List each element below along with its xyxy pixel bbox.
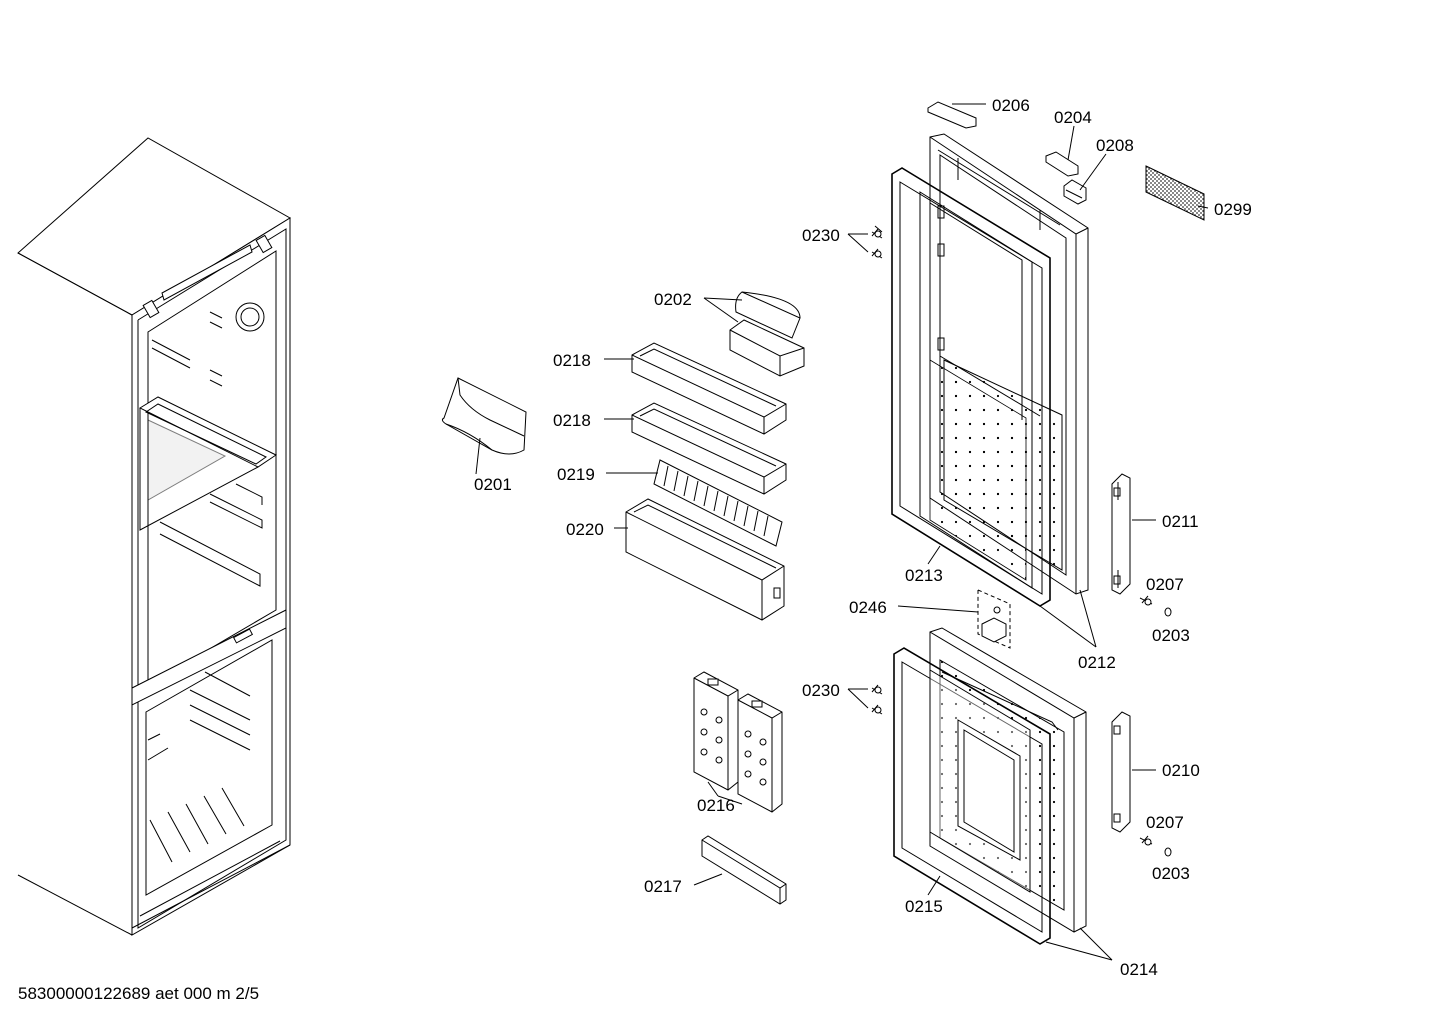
- label-0202: 0202: [654, 290, 692, 309]
- fridge-cabinet: [17, 137, 291, 936]
- lower-door-assembly: [893, 627, 1087, 945]
- upper-door-assembly: [891, 133, 1089, 607]
- part-0204-cover: [1045, 151, 1079, 177]
- part-0230-screws-upper: [871, 225, 883, 259]
- label-0211: 0211: [1162, 512, 1199, 531]
- part-0207-screw-lower: [1139, 835, 1153, 846]
- part-0201-cover: [441, 377, 527, 455]
- part-0207-screw-upper: [1139, 595, 1153, 606]
- label-0206: 0206: [992, 96, 1030, 115]
- part-0203-cap-lower: [1164, 847, 1172, 857]
- label-0213: 0213: [905, 566, 943, 585]
- part-labels: 0201 0202 0218 0218 0219 0220 0216 0217 …: [474, 96, 1252, 979]
- label-0218-upper: 0218: [553, 351, 591, 370]
- label-0246: 0246: [849, 598, 887, 617]
- part-0211-handle: [1111, 473, 1131, 595]
- part-0202-butter-compartment: [729, 291, 805, 377]
- part-0219-bottle-rack: [653, 459, 783, 547]
- label-0207-upper: 0207: [1146, 575, 1184, 594]
- label-0218-lower: 0218: [553, 411, 591, 430]
- label-0203-upper: 0203: [1152, 626, 1190, 645]
- label-0216: 0216: [697, 796, 735, 815]
- part-0246-hinge: [977, 589, 1011, 649]
- part-0217-strip: [701, 835, 787, 905]
- label-0208: 0208: [1096, 136, 1134, 155]
- label-0230-lower: 0230: [802, 681, 840, 700]
- leader-lines: [475, 103, 1209, 961]
- label-0201: 0201: [474, 475, 512, 494]
- part-0299-filter-mesh: [1145, 165, 1205, 221]
- part-0218-door-shelf-upper: [631, 342, 787, 435]
- label-0299: 0299: [1214, 200, 1252, 219]
- label-0217: 0217: [644, 877, 682, 896]
- part-0218-door-shelf-lower: [631, 402, 787, 495]
- label-0207-lower: 0207: [1146, 813, 1184, 832]
- label-0214: 0214: [1120, 960, 1158, 979]
- label-0204: 0204: [1054, 108, 1092, 127]
- label-0219: 0219: [557, 465, 595, 484]
- part-0203-cap-upper: [1164, 607, 1172, 617]
- part-0208-clip: [1063, 179, 1087, 205]
- label-0220: 0220: [566, 520, 604, 539]
- label-0230-upper: 0230: [802, 226, 840, 245]
- part-0210-handle: [1111, 711, 1131, 833]
- part-0230-screws-lower: [871, 684, 883, 715]
- part-0206-hinge-cover: [927, 101, 977, 129]
- label-0210: 0210: [1162, 761, 1200, 780]
- document-id: 58300000122689 aet 000 m 2/5: [18, 984, 259, 1003]
- label-0215: 0215: [905, 897, 943, 916]
- label-0203-lower: 0203: [1152, 864, 1190, 883]
- part-0216-ice-packs: [693, 671, 783, 813]
- part-0220-bottle-shelf: [625, 498, 785, 621]
- label-0212: 0212: [1078, 653, 1116, 672]
